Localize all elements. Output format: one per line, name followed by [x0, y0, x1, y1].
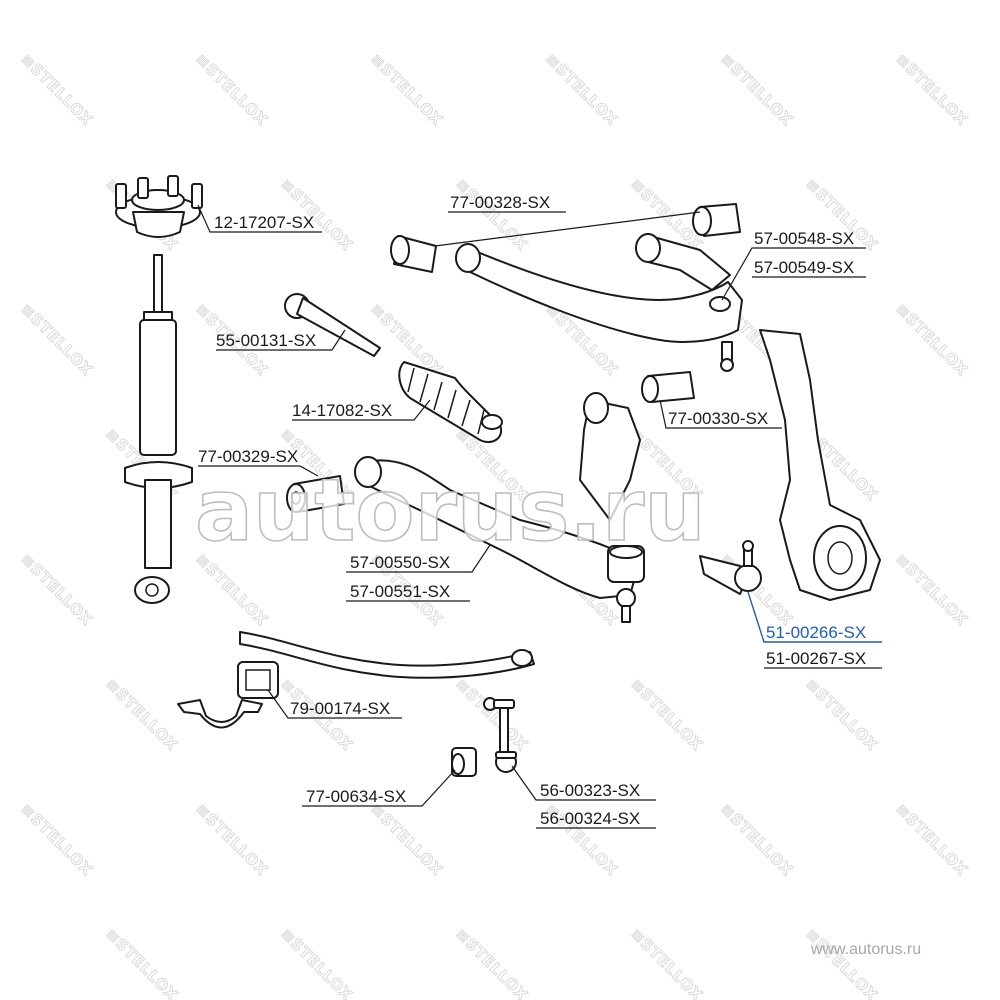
- brand-watermark: ≡STELLOX: [802, 925, 881, 1000]
- stabilizer-bracket: [177, 699, 263, 729]
- brand-watermark: ≡STELLOX: [717, 50, 796, 129]
- upper-control-arm[interactable]: [455, 233, 743, 372]
- label-57-00548-sx[interactable]: 57-00548-SX: [754, 229, 854, 248]
- steering-knuckle: [759, 329, 881, 601]
- label-56-00324-sx[interactable]: 56-00324-SX: [540, 809, 640, 828]
- lower-arm-bushing-rear[interactable]: [641, 371, 695, 403]
- steering-rack-boot[interactable]: [398, 361, 503, 444]
- brand-watermark: ≡STELLOX: [452, 925, 531, 1000]
- brand-watermark: ≡STELLOX: [627, 675, 706, 754]
- brand-watermark: ≡STELLOX: [627, 925, 706, 1000]
- brand-watermark: ≡STELLOX: [102, 925, 181, 1000]
- brand-watermark: ≡STELLOX: [192, 800, 271, 879]
- brand-watermark: ≡STELLOX: [892, 300, 971, 379]
- brand-watermark: ≡STELLOX: [102, 675, 181, 754]
- brand-watermark: ≡STELLOX: [717, 800, 796, 879]
- site-watermark: autorus.ru: [195, 461, 706, 561]
- brand-watermark: ≡STELLOX: [802, 675, 881, 754]
- lower-control-arm[interactable]: [354, 392, 645, 623]
- brand-watermark: ≡STELLOX: [452, 675, 531, 754]
- brand-watermark: ≡STELLOX: [17, 800, 96, 879]
- brand-watermark: ≡STELLOX: [17, 50, 96, 129]
- part-labels: 12-17207-SX 77-00328-SX 57-00548-SX 57-0…: [198, 193, 866, 828]
- label-57-00551-sx[interactable]: 57-00551-SX: [350, 582, 450, 601]
- lower-arm-bushing-front[interactable]: [286, 475, 345, 513]
- label-51-00266-sx[interactable]: 51-00266-SX: [766, 623, 866, 642]
- stabilizer-link[interactable]: [483, 697, 517, 773]
- wheel-hub[interactable]: [115, 175, 203, 238]
- brand-watermark: ≡STELLOX: [892, 50, 971, 129]
- label-79-00174-sx[interactable]: 79-00174-SX: [290, 699, 390, 718]
- brand-watermark: ≡STELLOX: [17, 300, 96, 379]
- brand-watermark: ≡STELLOX: [192, 550, 271, 629]
- label-55-00131-sx[interactable]: 55-00131-SX: [216, 331, 316, 350]
- brand-watermark: ≡STELLOX: [542, 50, 621, 129]
- label-77-00329-sx[interactable]: 77-00329-SX: [198, 447, 298, 466]
- label-12-17207-sx[interactable]: 12-17207-SX: [214, 213, 314, 232]
- brand-watermark: ≡STELLOX: [192, 50, 271, 129]
- upper-arm-bushing[interactable]: [390, 203, 741, 273]
- inner-tie-rod[interactable]: [284, 293, 381, 357]
- label-57-00550-sx[interactable]: 57-00550-SX: [350, 553, 450, 572]
- tie-rod-end[interactable]: [699, 540, 762, 595]
- stabilizer-link-bushing[interactable]: [451, 747, 477, 777]
- stabilizer-bushing[interactable]: [237, 661, 279, 699]
- label-77-00634-sx[interactable]: 77-00634-SX: [306, 787, 406, 806]
- label-77-00328-sx[interactable]: 77-00328-SX: [450, 193, 550, 212]
- stabilizer-bar: [239, 631, 535, 679]
- label-14-17082-sx[interactable]: 14-17082-SX: [292, 401, 392, 420]
- brand-watermark: ≡STELLOX: [17, 550, 96, 629]
- brand-watermark: ≡STELLOX: [277, 925, 356, 1000]
- label-77-00330-sx[interactable]: 77-00330-SX: [668, 409, 768, 428]
- brand-watermark: ≡STELLOX: [892, 800, 971, 879]
- label-51-00267-sx[interactable]: 51-00267-SX: [766, 649, 866, 668]
- brand-watermark: ≡STELLOX: [367, 800, 446, 879]
- label-56-00323-sx[interactable]: 56-00323-SX: [540, 781, 640, 800]
- leader-lines: [197, 204, 882, 829]
- brand-watermark: ≡STELLOX: [367, 50, 446, 129]
- site-url: www.autorus.ru: [810, 941, 921, 958]
- label-57-00549-sx[interactable]: 57-00549-SX: [754, 258, 854, 277]
- strut-assembly: [124, 254, 193, 604]
- brand-watermark: ≡STELLOX: [892, 550, 971, 629]
